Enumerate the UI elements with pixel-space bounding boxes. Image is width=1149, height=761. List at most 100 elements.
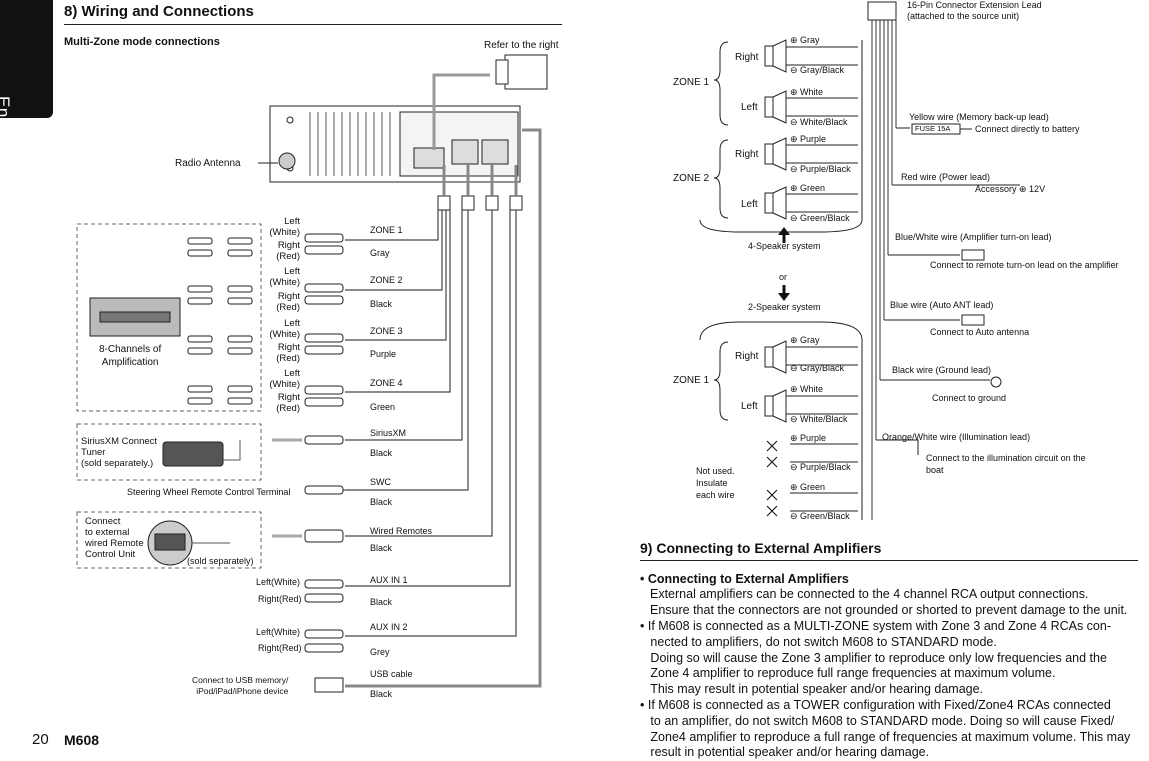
connector-label: 16-Pin Connector Extension Lead (attache… [907,0,1042,21]
fuse-label: FUSE 15A [915,124,951,133]
aux1-left-label: Left(White) [256,577,301,587]
not-used-label: Not used. Insulate each wire [696,466,735,500]
rca-4-zone: ZONE 4 [370,378,403,388]
cable-block-4 [509,195,523,211]
usb-label: Connect to USB memory/ iPod/iPad/iPhone … [192,675,289,696]
swc-plug [304,485,344,495]
wire-white-2: ⊕ White [790,384,824,394]
refer-right-label: Refer to the right [484,40,559,51]
rca-2-left-label: Left (White) [269,266,300,288]
ground-terminal [990,376,1002,388]
four-speaker-label: 4-Speaker system [748,241,821,251]
rca-2-color: Black [370,299,393,309]
remote-sold-separately: (sold separately) [187,556,254,566]
connect-antenna-label: Connect to Auto antenna [930,327,1030,337]
yellow-wire-label: Yellow wire (Memory back-up lead) [909,112,1049,122]
spk-left-2: Left [741,199,758,210]
aux2-left-label: Left(White) [256,627,301,637]
bullet1-title: • Connecting to External Amplifiers [640,572,849,586]
rca-3-right-label: Right (Red) [276,342,300,364]
two-speaker-label: 2-Speaker system [748,302,821,312]
sirius-color: Black [370,448,393,458]
bullet3-text: • If M608 is connected as a TOWER config… [640,698,1131,760]
remote-color: Black [370,543,393,553]
zone1-label: ZONE 1 [673,77,710,88]
rca-plug-group-4 [304,385,344,407]
wire-purple-1: ⊕ Purple [790,134,827,144]
rca-plug-group-1 [304,233,344,255]
connect-battery-label: Connect directly to battery [975,124,1080,134]
model-name: M608 [64,732,100,748]
wire-gray-2: ⊕ Gray [790,335,820,345]
usb-plug [314,677,344,693]
wire-purpleblack-1: ⊖ Purple/Black [790,164,851,174]
remote-plug [304,529,344,543]
zone1b-label: ZONE 1 [673,375,710,386]
remote-name: Wired Remotes [370,526,433,536]
page-number: 20 [32,731,49,748]
bullet1-text: External amplifiers can be connected to … [650,587,1128,617]
wire-green-1: ⊕ Green [790,183,826,193]
wire-greenblack-1: ⊖ Green/Black [790,213,850,223]
rca-4-left-label: Left (White) [269,368,300,390]
spk-left-3: Left [741,401,758,412]
amplifier-box [76,223,262,412]
rca-4-color: Green [370,402,396,412]
red-wire-label: Red wire (Power lead) [901,172,991,182]
swc-name: SWC [370,477,391,487]
sirius-plug [304,435,344,445]
aux2-right-label: Right(Red) [258,643,302,653]
multizone-subtitle: Multi-Zone mode connections [64,36,220,48]
spk-right-3: Right [735,351,759,362]
bullet-connector-1 [961,249,985,261]
language-tab: English [0,0,53,155]
swc-color: Black [370,497,393,507]
rca-2-zone: ZONE 2 [370,275,403,285]
rca-1-left-label: Left (White) [269,216,300,238]
or-label: or [779,272,788,282]
spk-right-2: Right [735,149,759,160]
16pin-connector [867,1,897,21]
aux1-plugs [304,579,344,603]
cable-block-3 [485,195,499,211]
wire-greenblack-2: ⊖ Green/Black [790,511,850,521]
aux1-color: Black [370,597,393,607]
aux1-right-label: Right(Red) [258,594,302,604]
rca-1-zone: ZONE 1 [370,225,403,235]
rca-4-right-label: Right (Red) [276,392,300,414]
wire-gray-1: ⊕ Gray [790,35,820,45]
blue-wire-label: Blue wire (Auto ANT lead) [890,300,994,310]
rca-3-color: Purple [370,349,397,359]
rca-2-right-label: Right (Red) [276,291,300,313]
connect-ground-label: Connect to ground [932,393,1007,403]
spk-left-1: Left [741,102,758,113]
wire-grayblack-2: ⊖ Gray/Black [790,363,845,373]
swc-label: Steering Wheel Remote Control Terminal [127,487,291,497]
bullet-connector-2 [961,314,985,326]
wire-whiteblack-2: ⊖ White/Black [790,414,848,424]
cable-block-1 [437,195,451,211]
aux1-name: AUX IN 1 [370,575,408,585]
aux2-name: AUX IN 2 [370,622,408,632]
antenna-jack [278,152,296,170]
usb-name: USB cable [370,669,413,679]
amplifier-label: 8-Channels of Amplification [99,344,162,368]
black-wire-label: Black wire (Ground lead) [892,365,992,375]
section-9-title: 9) Connecting to External Amplifiers [640,540,882,556]
rca-3-left-label: Left (White) [269,318,300,340]
rca-plug-group-3 [304,333,344,355]
connect-remote-label: Connect to remote turn-on lead on the am… [930,260,1119,270]
bullet2-text: • If M608 is connected as a MULTI-ZONE s… [640,619,1111,697]
head-unit-chassis [269,105,521,183]
wire-white-1: ⊕ White [790,87,824,97]
wire-green-2: ⊕ Green [790,482,826,492]
rca-1-color: Gray [370,248,390,258]
cable-block-2 [461,195,475,211]
rca-3-zone: ZONE 3 [370,326,403,336]
spk-right-1: Right [735,52,759,63]
section-9-rule [640,560,1138,561]
wire-purpleblack-2: ⊖ Purple/Black [790,462,851,472]
accessory-label: Accessory ⊕ 12V [975,184,1046,194]
connect-illum-label: Connect to the illumination circuit on t… [926,453,1086,475]
sirius-box [76,423,262,481]
